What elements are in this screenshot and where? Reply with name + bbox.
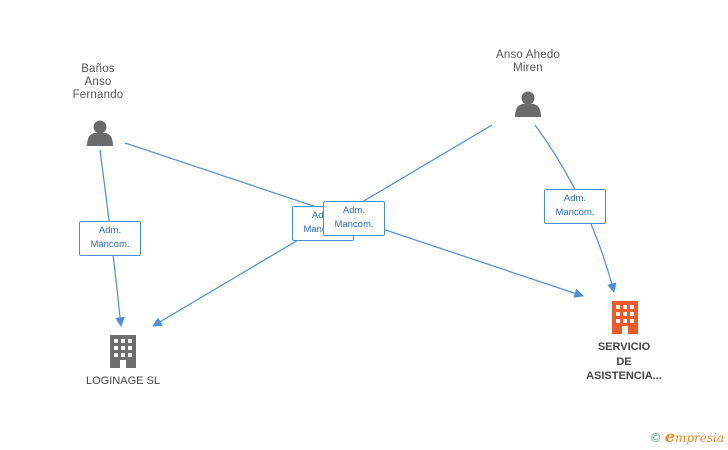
- copyright-symbol: ©: [649, 431, 662, 445]
- brand-name: mpresia: [674, 431, 724, 445]
- company-name-line: ASISTENCIA...: [586, 370, 662, 382]
- edge-label-line: Mancom.: [90, 239, 130, 250]
- edge-label-line: Adm.: [98, 225, 122, 236]
- person-label-anso[interactable]: Anso Ahedo Miren: [475, 49, 581, 75]
- person-label-banos[interactable]: Baños Anso Fernando: [50, 63, 146, 102]
- person-name-line: Anso Ahedo: [495, 49, 561, 61]
- person-name-line: Fernando: [72, 89, 124, 101]
- edge-label-line: Adm.: [342, 205, 366, 216]
- building-icon[interactable]: [110, 335, 136, 368]
- company-name-line: LOGINAGE SL: [86, 375, 160, 387]
- brand-initial: e: [664, 427, 675, 446]
- person-name-line: Anso: [84, 76, 112, 88]
- edge-label-line: Mancom.: [334, 219, 374, 230]
- edge-label[interactable]: Adm. Mancom.: [544, 189, 606, 224]
- edge-label-line: Mancom.: [555, 207, 595, 218]
- company-name-line: DE: [616, 355, 632, 368]
- company-label-loginage[interactable]: LOGINAGE SL: [68, 375, 178, 388]
- company-label-servicio[interactable]: SERVICIO DE ASISTENCIA...: [572, 340, 676, 384]
- person-icon[interactable]: [87, 120, 113, 147]
- edge-label-line: Mancom.: [295, 223, 351, 237]
- building-icon[interactable]: [612, 301, 638, 334]
- empresia-watermark: ©empresia: [650, 427, 724, 446]
- edge-label[interactable]: Adm. Mancom.: [79, 221, 141, 256]
- company-name-line: SERVICIO: [597, 341, 651, 353]
- person-name-line: Miren: [513, 62, 543, 74]
- person-name-line: Baños: [81, 63, 115, 75]
- edge-label-line: Adm.: [563, 193, 587, 204]
- edge-label[interactable]: Adm. Mancom.: [323, 201, 385, 236]
- person-icon[interactable]: [515, 91, 541, 118]
